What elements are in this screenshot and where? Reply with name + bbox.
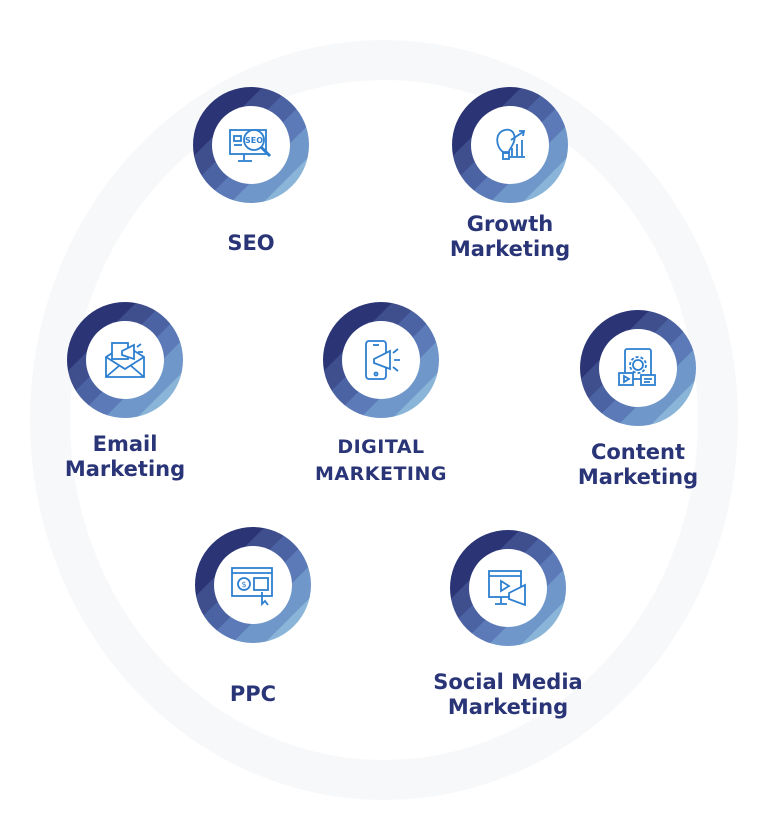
content-gear-video-icon xyxy=(618,348,656,386)
svg-text:$: $ xyxy=(241,580,246,589)
service-seo[interactable]: SEO SEO xyxy=(151,87,351,256)
ppc-browser-dollar-icon: $ xyxy=(231,567,273,607)
lightbulb-growth-chart-icon xyxy=(496,128,526,160)
service-label: PPC xyxy=(229,682,277,706)
seo-monitor-magnifier-icon: SEO xyxy=(229,129,272,162)
envelope-megaphone-icon xyxy=(105,342,145,378)
video-megaphone-icon xyxy=(488,570,526,607)
phone-megaphone-icon xyxy=(365,340,400,380)
service-label: SEO xyxy=(227,231,275,255)
ring: SEO xyxy=(193,87,309,203)
service-ppc[interactable]: $ PPC xyxy=(153,527,353,707)
svg-text:SEO: SEO xyxy=(245,136,263,145)
